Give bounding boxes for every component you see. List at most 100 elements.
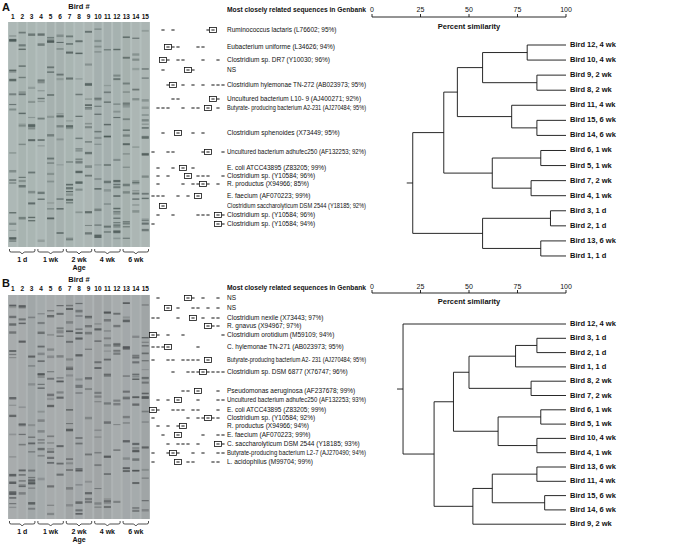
gel-band	[113, 403, 120, 404]
gel-band	[9, 22, 16, 247]
gel-band	[56, 295, 63, 519]
panel-letter-holder: B	[2, 278, 10, 289]
gel-band	[85, 325, 92, 327]
gel-band	[47, 40, 54, 43]
age-label-holder: 4 wk	[100, 256, 115, 263]
band-box	[180, 424, 187, 429]
gel-band	[123, 153, 130, 154]
band-dash	[171, 99, 174, 100]
band-dash	[151, 318, 154, 319]
dendrogram-leaf: Bird 11, 4 wk	[570, 102, 615, 110]
similarity-axis	[420, 14, 421, 17]
gel-band	[47, 355, 54, 358]
dendrogram-branch	[541, 255, 566, 256]
dendrogram-branch	[541, 240, 566, 241]
gel-band	[28, 442, 35, 444]
gel-band	[104, 359, 111, 361]
axis-title-holder: Age	[72, 264, 85, 271]
gel-band	[38, 139, 45, 141]
lane-number-holder: 15	[142, 286, 149, 293]
gel-band	[9, 316, 16, 318]
lane-number-holder: 8	[77, 14, 81, 21]
gel-band	[75, 171, 82, 173]
age-label: 2 wk	[71, 256, 86, 263]
lane-number: 10	[94, 14, 101, 21]
gel-band	[66, 22, 73, 247]
gel-band	[57, 397, 64, 399]
gel-band	[28, 128, 35, 129]
gel-band	[132, 89, 139, 91]
gel-band	[57, 313, 64, 315]
band-box	[170, 451, 177, 456]
band-dash	[196, 410, 199, 411]
band-dash	[211, 372, 214, 373]
gel-band	[85, 84, 92, 85]
gel-band	[66, 330, 73, 332]
gel-band	[142, 115, 149, 116]
gel-band	[19, 318, 26, 320]
dendrogram-leaf: Bird 1, 1 d	[570, 363, 606, 371]
gel-band	[75, 78, 82, 79]
dendrogram-branch	[537, 338, 566, 339]
gel-band	[132, 335, 139, 337]
gel-band	[28, 202, 35, 204]
gel-band	[104, 456, 111, 458]
gel-band	[123, 467, 130, 469]
band-dash	[156, 318, 159, 319]
band-dash	[161, 70, 164, 71]
band-dash	[181, 108, 184, 109]
gel-band	[104, 351, 111, 352]
band-box	[185, 296, 192, 301]
band-dash	[171, 85, 174, 86]
dendrogram-branch	[550, 210, 566, 211]
gel-band	[142, 469, 149, 471]
gel-band	[104, 164, 111, 166]
dendrogram-branch	[453, 372, 469, 373]
axis-title-holder: Bird #	[68, 3, 89, 11]
gel-band	[75, 181, 82, 183]
gel-band	[104, 295, 111, 519]
dendrogram-leaf: Bird 7, 2 wk	[570, 177, 612, 185]
gel-band	[66, 202, 73, 204]
gel-band	[94, 323, 101, 324]
gel-band	[104, 189, 111, 191]
gel-band	[28, 139, 35, 141]
band-dash	[176, 60, 179, 61]
column-heading-holder: Most closely related sequences in Genban…	[227, 6, 372, 13]
gel-band	[113, 117, 120, 118]
gel-band	[19, 341, 26, 343]
band-dash	[206, 360, 209, 361]
gel-band	[28, 383, 35, 385]
gel-band	[66, 52, 73, 54]
gel-band	[142, 360, 149, 361]
gel-band	[19, 44, 26, 46]
gel-band	[113, 22, 120, 247]
dendrogram-branch	[469, 388, 531, 389]
gel-band	[142, 353, 149, 355]
age-label: 1 d	[17, 256, 27, 263]
dendrogram-leaf: Bird 3, 1 d	[570, 207, 606, 215]
lane-number: 3	[30, 286, 34, 293]
gel-band	[142, 193, 149, 195]
age-label-holder: 2 wk	[71, 528, 86, 535]
gel-band	[142, 500, 149, 501]
dendrogram-branch	[413, 233, 483, 234]
gel-band	[38, 439, 45, 441]
sequence-label-holder: Clostridium orotidium (M59109; 94%)	[227, 332, 334, 339]
gel-band	[123, 91, 130, 93]
dendrogram-leaf: Bird 13, 6 wk	[570, 237, 616, 245]
gel-band	[113, 352, 120, 354]
lane-number: 15	[142, 14, 149, 21]
gel-band	[19, 180, 26, 182]
similarity-axis	[566, 14, 567, 17]
band-dash	[161, 133, 164, 134]
gel-band	[28, 482, 35, 484]
gel-band	[142, 295, 149, 519]
gel-band	[47, 158, 54, 160]
gel-band	[104, 312, 111, 314]
gel-band	[47, 202, 54, 203]
gel-band	[75, 53, 82, 54]
band-dash	[221, 152, 224, 153]
dendrogram-branch	[492, 474, 537, 475]
lane-number: 4	[39, 286, 43, 293]
